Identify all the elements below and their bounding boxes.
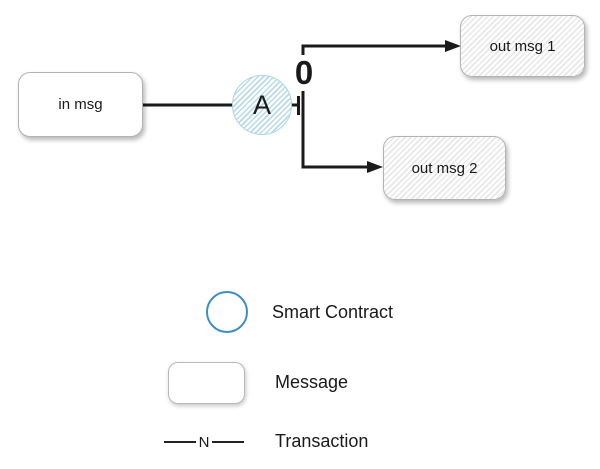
legend-smart-contract-label: Smart Contract	[272, 302, 394, 322]
node-in-msg: in msg	[18, 72, 143, 137]
node-out-msg-2: out msg 2	[383, 136, 506, 200]
smart-contract-node: A	[232, 75, 292, 135]
arrowhead-out-msg-2-icon	[367, 161, 383, 173]
arrowhead-out-msg-1-icon	[445, 40, 461, 52]
node-out-msg-1: out msg 1	[460, 15, 585, 77]
node-out-msg-1-label: out msg 1	[489, 37, 556, 55]
transaction-line-segment	[212, 441, 244, 443]
transaction-line-segment	[164, 441, 196, 443]
smart-contract-node-label: A	[252, 89, 271, 120]
node-in-msg-label: in msg	[58, 96, 103, 113]
node-out-msg-2-label: out msg 2	[411, 159, 478, 177]
legend-smart-contract-symbol-icon	[206, 291, 248, 333]
legend-message-symbol-icon	[168, 362, 245, 404]
branch-path	[301, 44, 446, 169]
legend-transaction-symbol-icon: N	[164, 432, 244, 452]
branch-index-label: 0	[289, 54, 319, 91]
legend-transaction-symbol-label: N	[198, 433, 210, 451]
legend-message-label: Message	[275, 372, 349, 392]
legend-transaction-label: Transaction	[275, 431, 369, 451]
